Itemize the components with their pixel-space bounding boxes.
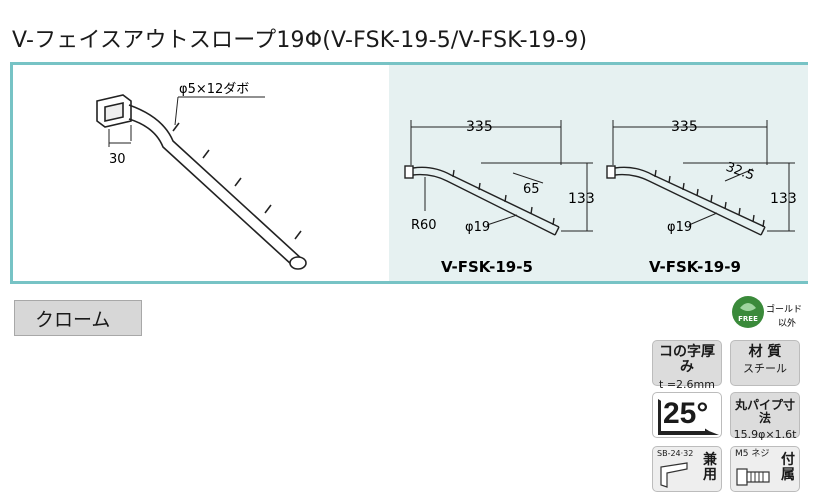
bracket-icon [660, 462, 688, 488]
pin-label: φ5×12ダボ [179, 82, 249, 97]
screw-spec: M5 ネジ 付属 [730, 446, 800, 492]
model9-dimension-lines [612, 120, 795, 232]
model9-length: 335 [671, 119, 698, 135]
model5-length: 335 [466, 119, 493, 135]
material-spec: 材 質 スチール [730, 340, 800, 386]
svg-text:FREE: FREE [738, 315, 758, 323]
model9-side-view [606, 165, 766, 236]
perspective-hook [96, 94, 307, 270]
angle-spec: 25° [652, 392, 722, 438]
model5-height: 133 [568, 191, 595, 207]
finish-label: クローム [14, 300, 142, 336]
drawing-frame: φ5×12ダボ 30 335 65 133 [10, 62, 808, 284]
screw-icon [736, 468, 770, 486]
page-title: V-フェイスアウトスロープ19Φ(V-FSK-19-5/V-FSK-19-9) [12, 28, 588, 53]
thickness-spec: コの字厚み t =2.6mm [652, 340, 722, 390]
model5-side-view [404, 165, 560, 236]
model9-name: V-FSK-19-9 [649, 258, 741, 276]
width-label: 30 [109, 152, 126, 167]
model5-radius: R60 [411, 218, 437, 233]
badge-top-text: ゴールド [766, 303, 802, 315]
angle-icon [658, 399, 719, 435]
pipe-spec: 丸パイプ寸法 15.9φ×1.6t [730, 392, 800, 441]
model9-pipe: φ19 [667, 220, 692, 235]
badge-bottom-text: 以外 [778, 317, 796, 329]
model5-pitch: 65 [523, 182, 540, 197]
lead-free-badge: FREE ゴールド 以外 [728, 294, 804, 334]
technical-drawing: φ5×12ダボ 30 335 65 133 [96, 82, 797, 276]
model5-pipe: φ19 [465, 220, 490, 235]
compatible-spec: SB-24·32 兼用 [652, 446, 722, 492]
model5-name: V-FSK-19-5 [441, 258, 533, 276]
model9-height: 133 [770, 191, 797, 207]
perspective-leaders [108, 96, 265, 147]
dimension-panel [389, 65, 808, 281]
free-logo-icon: FREE ゴールド 以外 [732, 296, 802, 329]
model5-dimension-lines [410, 120, 593, 232]
